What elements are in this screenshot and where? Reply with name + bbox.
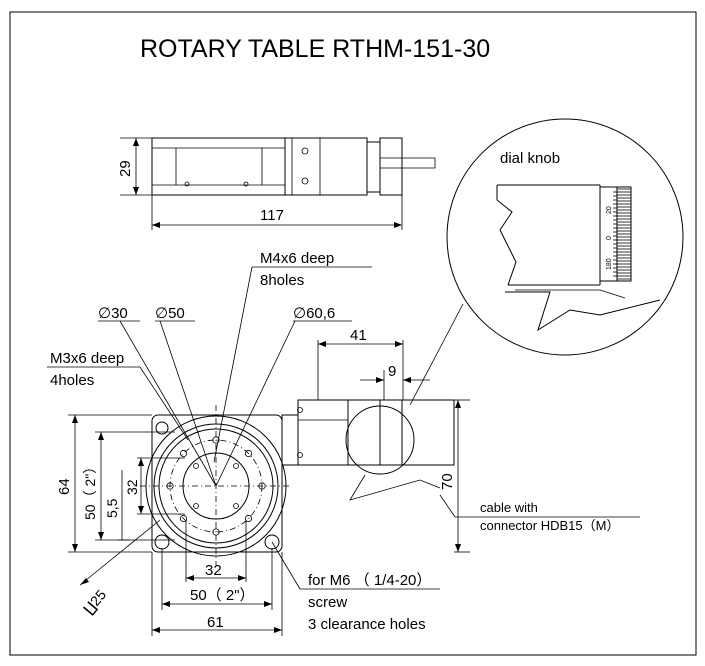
- top-view-knob: [379, 399, 403, 466]
- thread-left-line2: 4holes: [50, 372, 94, 389]
- thread-top-line2: 8holes: [260, 272, 304, 289]
- mount-label-line2: screw: [308, 594, 347, 611]
- threaded-hole-icon: [258, 482, 266, 490]
- dim-length-117: 117: [260, 207, 284, 224]
- threaded-hole-icon: [212, 528, 220, 536]
- dial-knob-detail: dial knob 20 0 180: [409, 118, 684, 406]
- side-view-motor: [284, 137, 368, 196]
- dim-32-vertical: 32: [124, 479, 140, 495]
- dim-50-vertical: 50（ 2"）: [82, 460, 98, 520]
- threaded-hole-icon: [166, 482, 174, 490]
- diameter-50-label: ∅50: [155, 305, 185, 322]
- diameter-60-6-label: ∅60,6: [293, 305, 335, 322]
- mount-label-line3: 3 clearance holes: [308, 616, 426, 633]
- drawing-title: ROTARY TABLE RTHM-151-30: [140, 35, 490, 63]
- threaded-hole-icon: [193, 503, 199, 509]
- dim-41: 41: [350, 327, 367, 344]
- top-view: 41 9 70 64 50（ 2"） 5,5 32: [47, 250, 640, 636]
- cable-label-line1: cable with: [480, 500, 538, 515]
- threaded-hole-icon: [233, 463, 239, 469]
- dim-64: 64: [56, 478, 73, 495]
- detail-circle: [446, 118, 684, 356]
- base-plate: [151, 414, 283, 553]
- threaded-hole-icon: [244, 449, 253, 458]
- threaded-hole-icon: [193, 463, 199, 469]
- dim-32-horizontal: 32: [205, 562, 222, 579]
- thread-top-line1: M4x6 deep: [260, 250, 334, 267]
- scale-number: 0: [606, 236, 613, 240]
- threaded-hole-icon: [212, 436, 220, 444]
- threaded-hole-icon: [179, 514, 188, 523]
- side-view-cable: [380, 157, 436, 169]
- dim-61: 61: [207, 614, 224, 631]
- detail-marker-circle: [345, 405, 415, 475]
- corner-hole: [154, 534, 170, 550]
- screw-head-icon: [301, 177, 309, 185]
- diameter-30-label: ∅30: [98, 305, 128, 322]
- threaded-hole-icon: [233, 503, 239, 509]
- cable-label-line2: connector HDB15（M）: [480, 518, 619, 533]
- mount-label-line1: for M6 （ 1/4-20）: [308, 572, 431, 589]
- thread-left-line1: M3x6 deep: [50, 350, 124, 367]
- threaded-hole-icon: [179, 449, 188, 458]
- sheet-border: [9, 11, 697, 656]
- dim-50-horizontal: 50（ 2"）: [190, 587, 255, 604]
- side-view-knob: [379, 137, 403, 196]
- side-view: 29 117: [117, 137, 436, 230]
- side-view-base: [151, 137, 286, 196]
- scale-number: 20: [606, 206, 613, 214]
- dim-5-5: 5,5: [104, 498, 120, 518]
- dim-25-diagonal: ∐25: [80, 586, 109, 616]
- dim-9: 9: [388, 363, 396, 380]
- dim-height-29: 29: [117, 160, 134, 177]
- screw-head-icon: [301, 147, 309, 155]
- dial-knob-label: dial knob: [500, 150, 560, 167]
- threaded-hole-icon: [244, 514, 253, 523]
- motor-housing: [297, 399, 349, 466]
- dim-70: 70: [439, 473, 456, 490]
- corner-hole: [155, 421, 169, 435]
- scale-number: 180: [606, 258, 613, 270]
